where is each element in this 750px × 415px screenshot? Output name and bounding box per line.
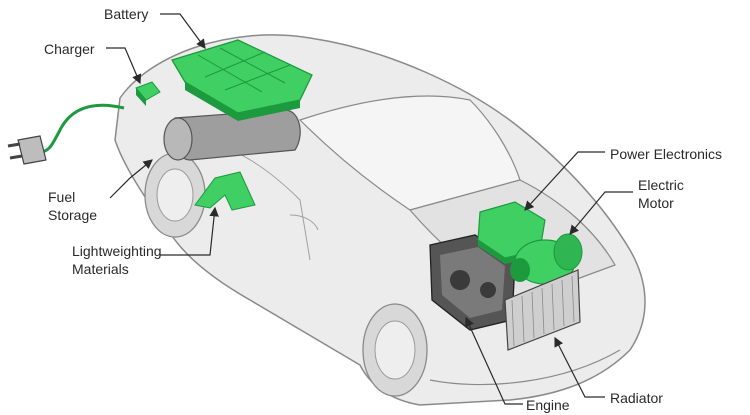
leader-engine: [465, 316, 523, 405]
fuel-storage-tank: [163, 109, 301, 161]
leader-radiator: [554, 336, 605, 398]
label-battery: Battery: [104, 6, 149, 22]
engine-block: [429, 234, 516, 331]
label-lightweighting-line1: Lightweighting: [72, 243, 162, 259]
leader-lightweighting: [160, 206, 219, 256]
label-electric-motor-line2: Motor: [638, 195, 674, 211]
charger-box: [135, 81, 161, 106]
radiator-unit: [504, 269, 581, 351]
leader-battery: [160, 13, 206, 49]
label-radiator: Radiator: [610, 390, 663, 406]
label-lightweighting-line2: Materials: [72, 261, 129, 277]
lightweighting-part: [194, 171, 256, 211]
leader-charger: [106, 47, 142, 85]
battery-pack: [171, 39, 313, 121]
electric-motor-unit: [510, 233, 583, 285]
leader-lines: [106, 13, 633, 405]
label-fuel-storage-line2: Storage: [48, 207, 98, 223]
leader-fuel-storage: [109, 159, 153, 199]
label-power-electronics: Power Electronics: [610, 146, 723, 162]
label-engine: Engine: [526, 397, 570, 413]
label-fuel-storage-line1: Fuel: [48, 189, 76, 205]
charging-plug: [7, 103, 125, 165]
leader-power-electronics: [524, 151, 605, 211]
label-electric-motor-line1: Electric: [638, 177, 684, 193]
leader-electric-motor: [569, 191, 633, 235]
label-charger: Charger: [44, 41, 95, 57]
